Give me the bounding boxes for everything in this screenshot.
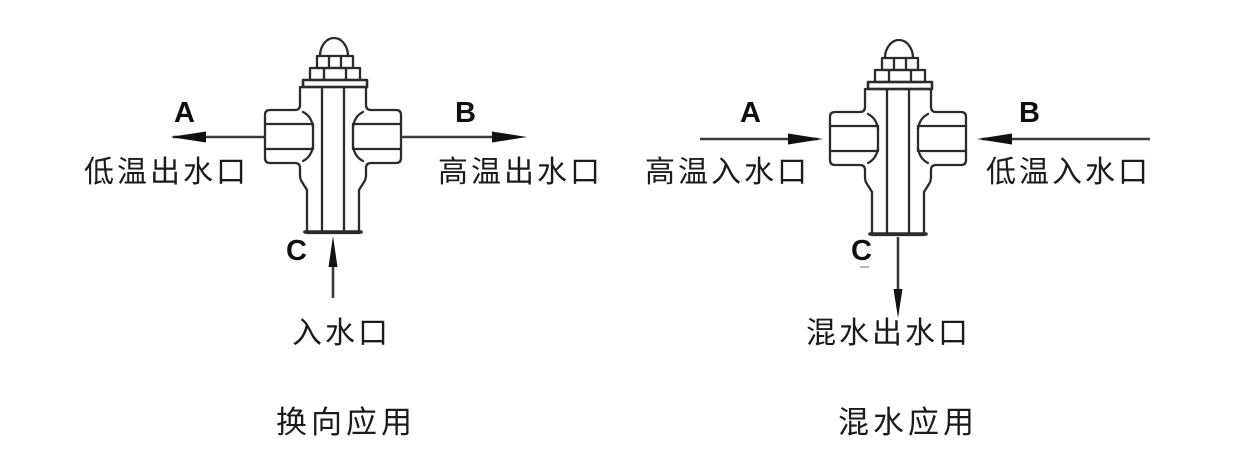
mixing-port-label-a: 高温入水口 — [645, 156, 810, 189]
arrow-b-outflow-right-icon — [401, 131, 527, 143]
diverting-port-label-a: 低温出水口 — [84, 156, 249, 189]
mixing-caption: 混水应用 — [838, 405, 978, 440]
mixing-port-label-c: 混水出水口 — [806, 317, 971, 350]
diverting-caption: 换向应用 — [276, 405, 416, 440]
arrow-a-outflow-left-icon — [170, 131, 265, 143]
mixing-port-letter-a: A — [740, 97, 761, 129]
arrow-c-inflow-up-icon — [328, 236, 338, 298]
mixing-port-letter-b: B — [1019, 97, 1040, 129]
diverting-port-label-c: 入水口 — [292, 317, 391, 350]
diverting-port-letter-a: A — [174, 97, 195, 129]
arrow-b-inflow-left-icon — [977, 133, 1150, 145]
diverting-port-letter-c: C — [286, 235, 307, 267]
valve-icon-mixing — [828, 38, 968, 237]
mixing-port-label-b: 低温入水口 — [986, 156, 1151, 189]
diverting-port-letter-b: B — [455, 97, 476, 129]
stray-mark — [860, 266, 869, 268]
arrow-c-outflow-down-icon — [893, 237, 903, 318]
valve-icon-diverting — [263, 36, 403, 235]
mixing-port-letter-c: C — [851, 235, 872, 267]
arrow-a-inflow-right-icon — [700, 133, 823, 145]
diverting-port-label-b: 高温出水口 — [438, 156, 603, 189]
